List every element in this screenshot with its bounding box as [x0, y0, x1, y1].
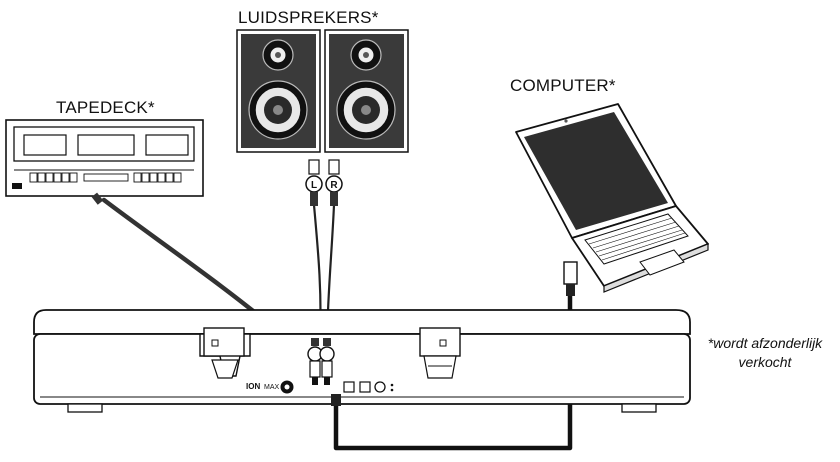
speakers-label: LUIDSPREKERS*	[238, 8, 379, 27]
note-line-1: *wordt afzonderlijk	[707, 335, 823, 351]
rca-right-letter: R	[330, 180, 338, 191]
turntable: ION MAX LP	[33, 309, 691, 413]
model-text: MAX LP	[264, 384, 290, 391]
tapedeck	[5, 119, 204, 205]
rca-right-plug-badge	[319, 346, 335, 362]
computer-label: COMPUTER*	[510, 76, 616, 95]
tapedeck-label: TAPEDECK*	[56, 98, 155, 117]
speaker-right	[324, 29, 409, 153]
rca-plugs-top: L R	[305, 159, 343, 206]
speaker-left	[236, 29, 321, 153]
note-line-2: verkocht	[738, 354, 792, 370]
laptop	[515, 103, 709, 296]
rca-left-letter: L	[311, 180, 317, 191]
sold-separately-note: *wordt afzonderlijk verkocht	[700, 334, 830, 372]
brand-text: ION	[246, 382, 260, 391]
